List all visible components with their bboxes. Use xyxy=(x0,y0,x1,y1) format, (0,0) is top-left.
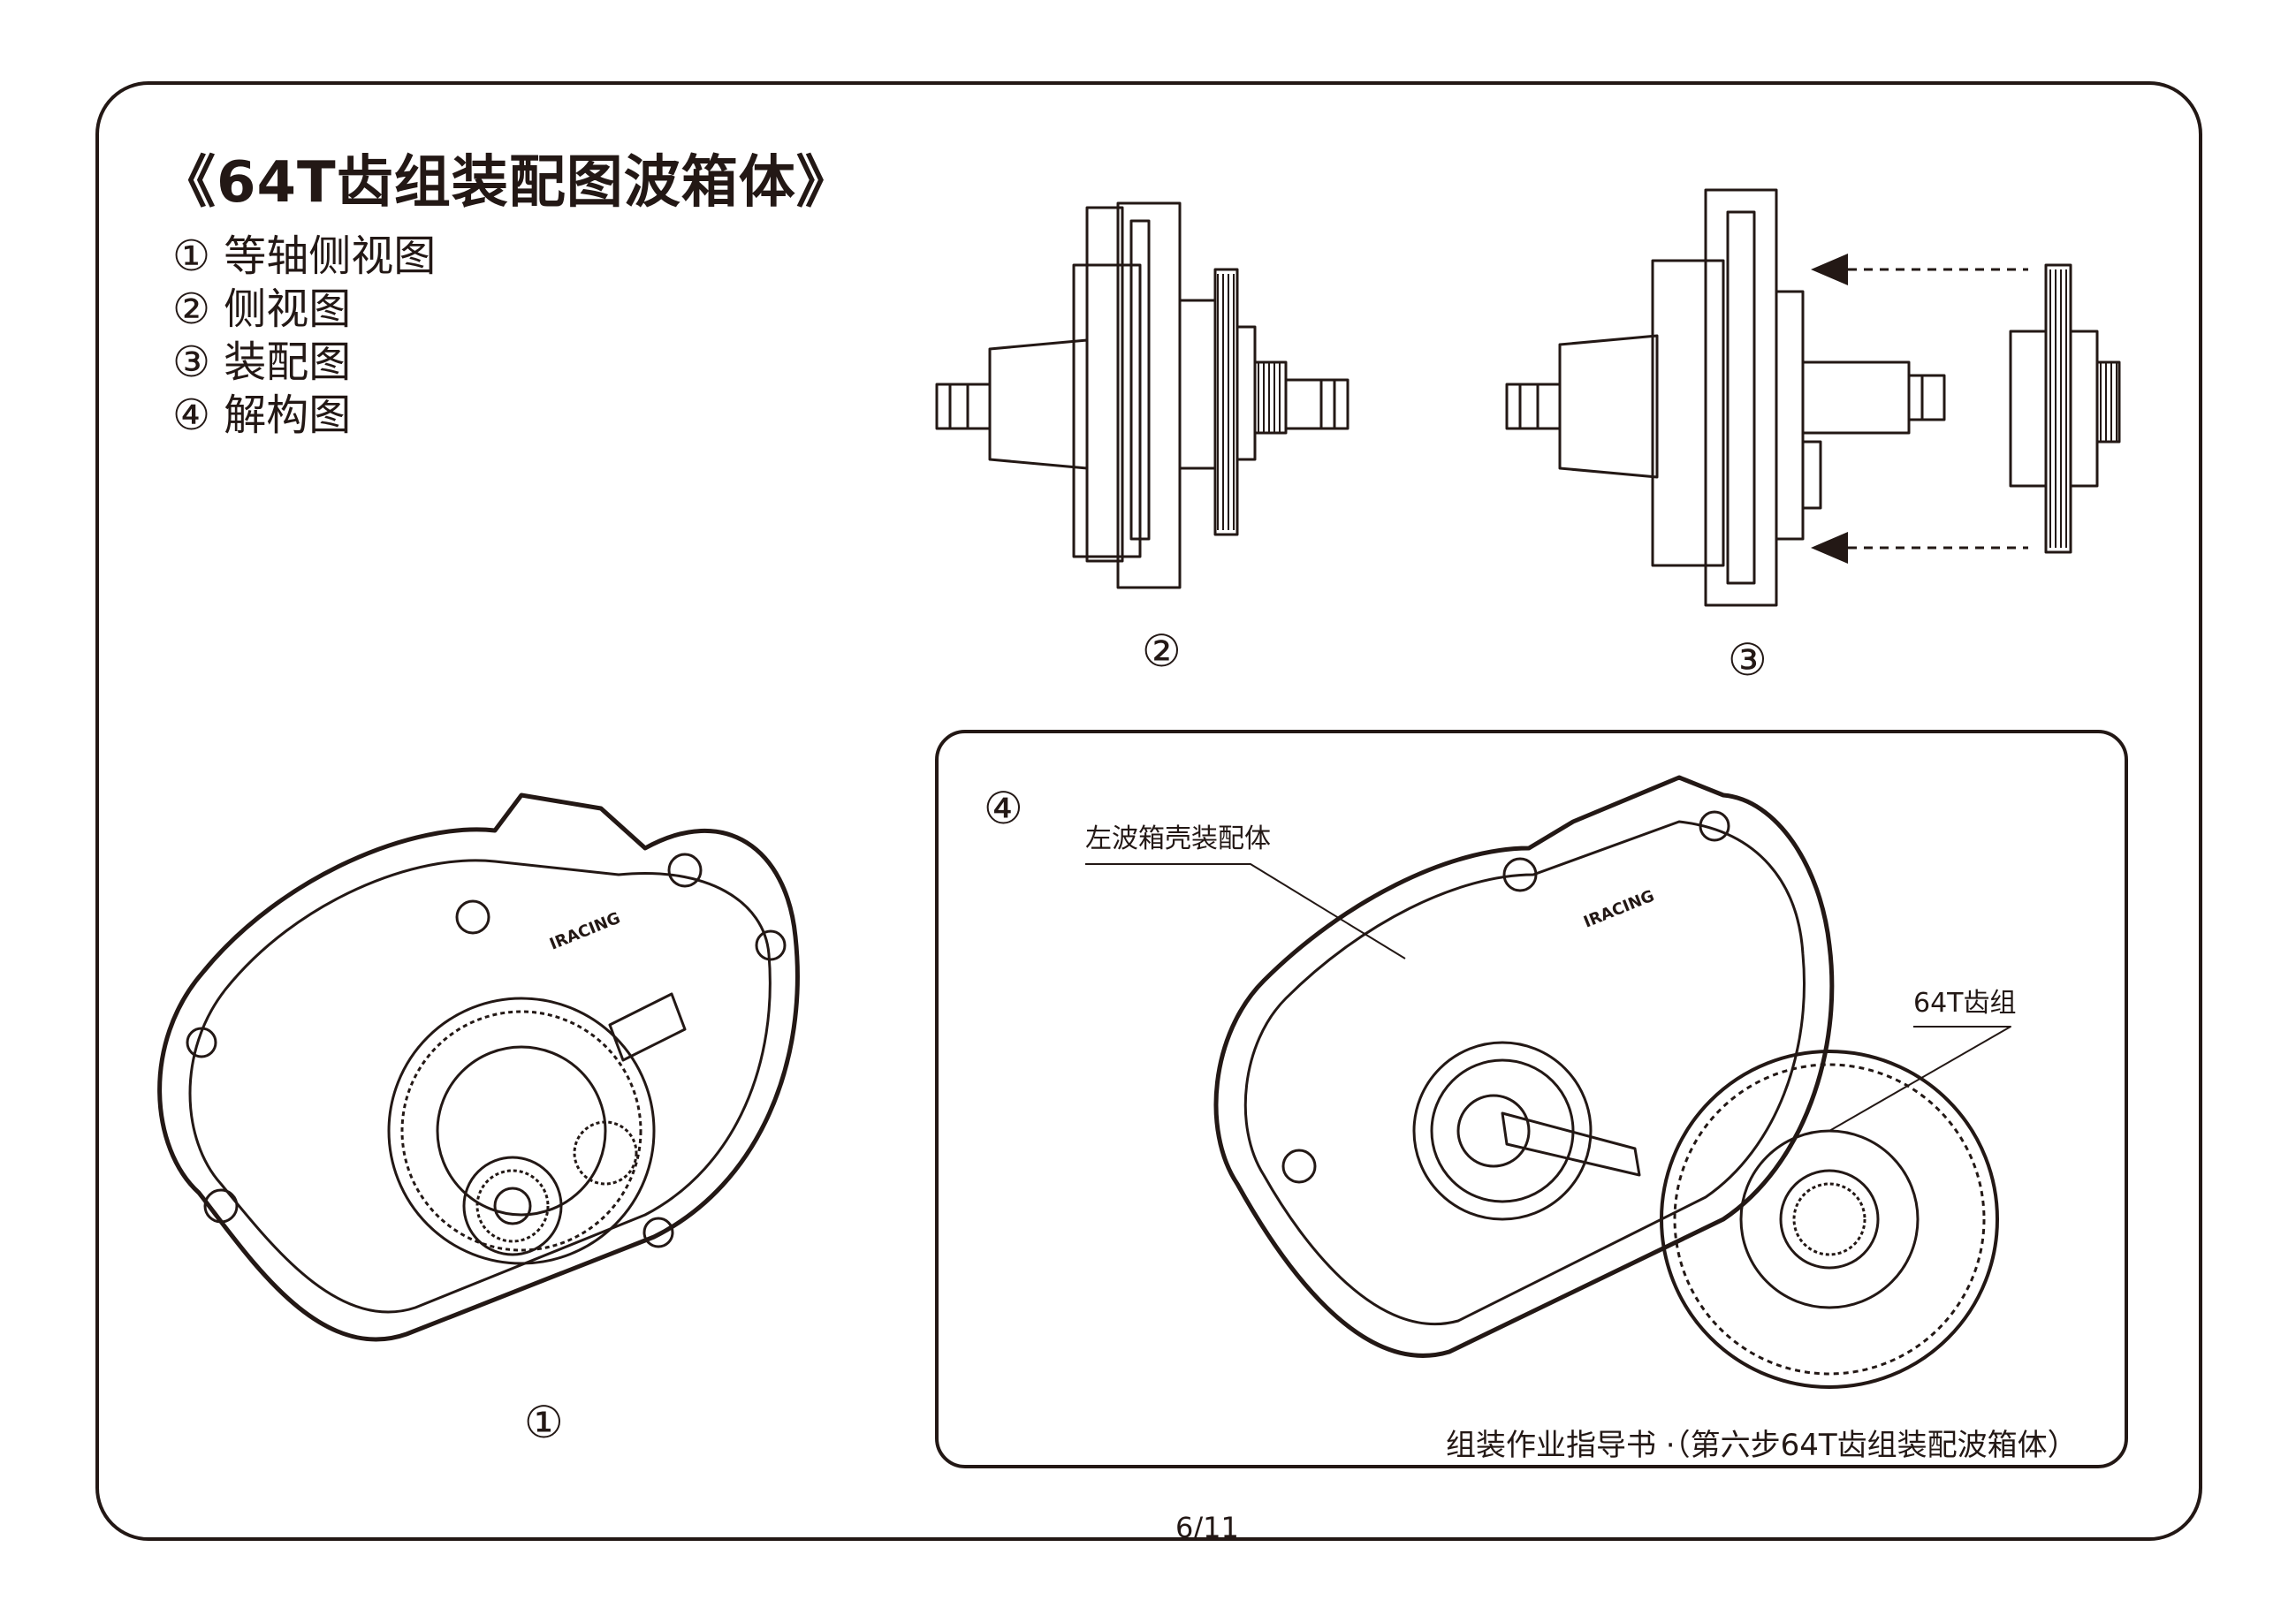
view-legend: ① 等轴侧视图 ② 侧视图 ③ 装配图 ④ 解构图 xyxy=(172,230,436,442)
figure-label-1: ① xyxy=(524,1397,564,1448)
gear-logo-text: IRACING xyxy=(547,909,623,954)
page-number: 6/11 xyxy=(1175,1511,1239,1544)
footer-note: 组装作业指导书 ·（第六步64T齿组装配波箱体） xyxy=(1446,1428,2078,1463)
callout-leader-housing xyxy=(1085,863,1406,959)
figure-label-4: ④ xyxy=(984,783,1023,834)
legend-item-side: ② 侧视图 xyxy=(172,284,352,334)
callout-left-housing: 左波箱壳装配体 xyxy=(1085,823,1271,854)
exploded-view-panel xyxy=(935,730,2128,1468)
page-frame xyxy=(95,81,2202,1541)
callout-64t-gear: 64T齿组 xyxy=(1913,988,2017,1019)
isometric-view-drawing xyxy=(157,793,800,1342)
callout-leader-gear xyxy=(1828,1026,2011,1132)
assembly-view-drawing xyxy=(1505,188,2121,607)
side-view-drawing xyxy=(935,201,1349,589)
legend-item-isometric: ① 等轴侧视图 xyxy=(172,231,437,281)
legend-item-assembly: ③ 装配图 xyxy=(172,337,352,387)
figure-label-3: ③ xyxy=(1728,634,1768,686)
exploded-view-drawing xyxy=(1213,775,1999,1389)
legend-item-exploded: ④ 解构图 xyxy=(172,391,352,440)
figure-label-2: ② xyxy=(1142,626,1182,677)
page-title: 《64T齿组装配图波箱体》 xyxy=(159,150,854,216)
